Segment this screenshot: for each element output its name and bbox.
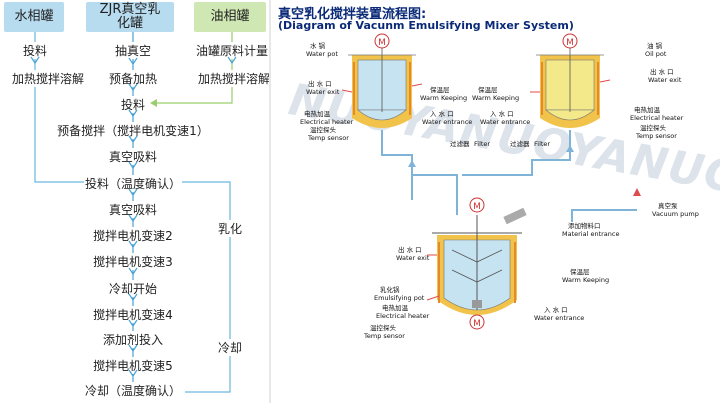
homogenizer-motor-icon: M (473, 319, 481, 329)
temp-sensor-label-cn-3: 温控探头 (370, 323, 397, 332)
temp-sensor-label-cn-2: 温控探头 (640, 123, 667, 132)
oil-pot-vessel (536, 48, 604, 128)
water-pot-vessel (348, 48, 416, 128)
water-pot-label-cn: 水 锅 (310, 41, 326, 50)
center-step-12: 添加剂投入 (101, 331, 165, 348)
water-pot-label-en: Water pot (306, 50, 338, 58)
oil-step-1: 油罐原料计量 (194, 42, 270, 59)
vacuum-pump-label-cn: 真空泵 (658, 201, 678, 210)
center-step-4: 预备搅拌（搅拌电机变速1） (56, 122, 210, 139)
center-step-10: 冷却开始 (107, 280, 159, 297)
material-entrance-label-en: Material entrance (562, 230, 620, 238)
indicator-arrows (341, 79, 611, 301)
center-step-8: 搅拌电机变速2 (92, 227, 174, 244)
temp-sensor-label-en-1: Temp sensor (307, 134, 349, 142)
diagram-svg: NUOYANUOYANUOYA M M (285, 33, 720, 340)
water-entrance-label-cn-3: 入 水 口 (544, 305, 568, 314)
center-step-6: 投料（温度确认） (83, 175, 183, 192)
vacuum-emulsify-tank-box: ZJR真空乳化罐 (86, 2, 174, 32)
oil-pot-label-cn: 油 锅 (647, 41, 663, 50)
oil-pot-motor-icon: M (566, 38, 574, 48)
heater-label-en-3: Electrical heater (376, 312, 430, 320)
filter-label-en-2: Filter (534, 140, 550, 148)
heater-label-en-1: Electrical heater (300, 118, 354, 126)
center-step-3: 投料 (119, 96, 147, 113)
warm-keeping-label-en-3: Warm Keeping (562, 276, 609, 284)
heater-label-cn-2: 电热加温 (634, 105, 661, 114)
water-entrance-label-en-1: Water entrance (422, 118, 472, 126)
center-step-5: 真空吸料 (107, 148, 159, 165)
warm-keeping-label-cn-2: 保温层 (478, 85, 498, 94)
warm-keeping-label-cn-1: 保温层 (430, 85, 450, 94)
temp-sensor-label-en-3: Temp sensor (363, 332, 405, 340)
center-step-7: 真空吸料 (107, 201, 159, 218)
filter-label-1: 过滤器 (450, 139, 470, 148)
temp-sensor-label-en-2: Temp sensor (635, 132, 677, 140)
water-tank-label: 水相罐 (14, 9, 54, 24)
water-tank-box: 水相罐 (4, 2, 64, 32)
water-exit-label-cn-2: 出 水 口 (650, 67, 674, 76)
water-entrance-label-en-3: Water entrance (534, 314, 584, 322)
water-exit-label-cn-3: 出 水 口 (398, 245, 422, 254)
water-exit-label-en-3: Water exit (396, 254, 430, 262)
emulsify-label: 乳化 (216, 220, 245, 237)
water-pot-motor-icon: M (378, 38, 386, 48)
emulsifier-motor-icon: M (473, 202, 481, 212)
vacuum-emulsify-tank-label: ZJR真空乳化罐 (99, 2, 161, 31)
mixer-system-diagram: 真空乳化搅拌装置流程图: (Diagram of Vacunm Emulsify… (272, 0, 720, 403)
center-step-2: 预备加热 (107, 70, 159, 87)
oil-tank-label: 油相罐 (210, 9, 250, 24)
filter-label-2: 过滤器 (510, 139, 530, 148)
water-exit-label-en-2: Water exit (648, 76, 682, 84)
vacuum-lid (503, 207, 527, 225)
filter-label-en-1: Filter (474, 140, 490, 148)
water-entrance-label-cn-1: 入 水 口 (430, 109, 454, 118)
water-exit-label-en: Water exit (306, 88, 340, 96)
warm-keeping-label-en-1: Warm Keeping (420, 94, 467, 102)
oil-pot-label-en: Oil pot (645, 50, 667, 58)
center-step-1: 抽真空 (113, 42, 153, 59)
water-step-1: 投料 (21, 42, 49, 59)
oil-tank-box: 油相罐 (194, 2, 266, 32)
center-step-14: 冷却（温度确认） (83, 382, 183, 399)
emulsifying-pot-vessel (432, 215, 522, 315)
oil-step-2: 加热搅拌溶解 (196, 70, 272, 87)
material-entrance-label-cn: 添加物料口 (568, 221, 601, 230)
vacuum-pump-label-en: Vacuum pump (652, 210, 699, 218)
warm-keeping-label-en-2: Warm Keeping (472, 94, 519, 102)
center-step-9: 搅拌电机变速3 (92, 253, 174, 270)
emulsifying-pot-label-cn: 乳化锅 (380, 285, 400, 294)
water-step-2: 加热搅拌溶解 (10, 70, 86, 87)
diagram-title-en: (Diagram of Vacunm Emulsifying Mixer Sys… (278, 19, 574, 32)
heater-label-cn-1: 电热加温 (304, 109, 331, 118)
cooling-label: 冷却 (216, 339, 245, 356)
diagram-title-cn: 真空乳化搅拌装置流程图: (278, 7, 427, 22)
temp-sensor-label-cn-1: 温控探头 (310, 125, 337, 134)
divider (269, 0, 271, 403)
water-entrance-label-cn-2: 入 水 口 (490, 109, 514, 118)
process-flowchart: 水相罐 ZJR真空乳化罐 油相罐 投料 加热搅拌溶解 油罐原料计量 加热搅拌溶解… (0, 0, 272, 403)
emulsifying-pot-label-en: Emulsifying pot (374, 294, 425, 302)
warm-keeping-label-cn-3: 保温层 (570, 267, 590, 276)
heater-label-cn-3: 电热加温 (382, 303, 409, 312)
center-step-11: 搅拌电机变速4 (92, 306, 174, 323)
water-exit-label-cn: 出 水 口 (308, 79, 332, 88)
center-step-13: 搅拌电机变速5 (92, 357, 174, 374)
heater-label-en-2: Electrical heater (630, 114, 684, 122)
water-entrance-label-en-2: Water entrance (480, 118, 530, 126)
